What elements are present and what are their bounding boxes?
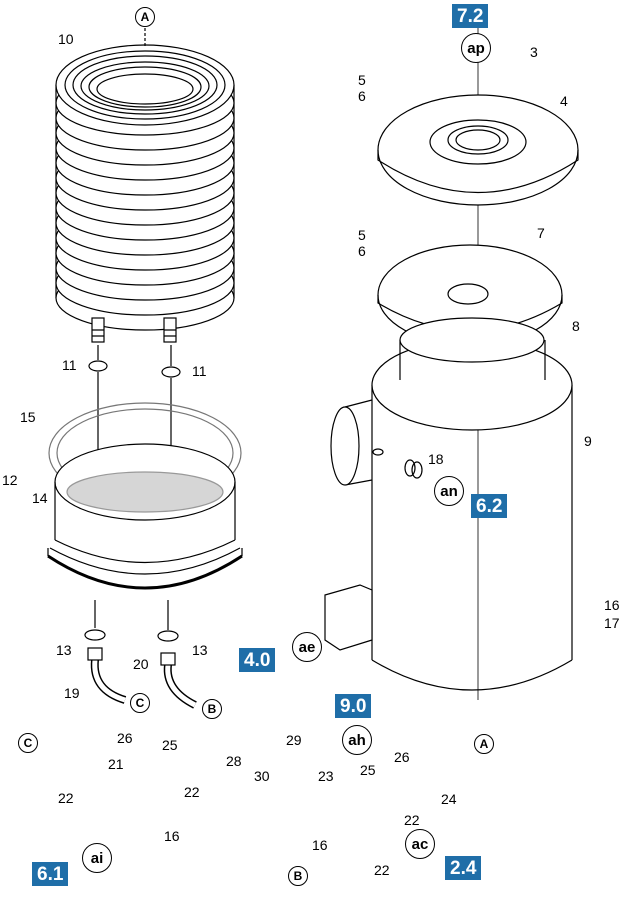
heating-coil	[55, 18, 235, 343]
part-number: 5	[358, 227, 366, 243]
part-number: 24	[441, 791, 457, 807]
connector-marker: B	[202, 699, 222, 719]
part-number: 6	[358, 88, 366, 104]
part-number: 29	[286, 732, 302, 748]
part-number: 8	[572, 318, 580, 334]
section-label[interactable]: 7.2	[452, 4, 489, 28]
part-number: 15	[20, 409, 36, 425]
part-number: 20	[133, 656, 149, 672]
connector-marker: B	[288, 866, 308, 886]
part-number: 22	[184, 784, 200, 800]
connector-marker: A	[135, 7, 155, 27]
part-number: 13	[192, 642, 208, 658]
part-number: 12	[2, 472, 18, 488]
part-number: 11	[192, 363, 207, 379]
part-number: 25	[162, 737, 178, 753]
part-number: 22	[374, 862, 390, 878]
part-number: 21	[108, 756, 124, 772]
section-label[interactable]: 6.2	[471, 494, 508, 518]
connector-marker: ah	[342, 725, 372, 755]
part-number: 28	[226, 753, 242, 769]
connector-marker: ai	[82, 843, 112, 873]
part-number: 23	[318, 768, 334, 784]
connector-marker: A	[474, 734, 494, 754]
part-number: 19	[64, 685, 80, 701]
part-number: 16	[604, 597, 620, 613]
part-number: 26	[117, 730, 133, 746]
part-number: 26	[394, 749, 410, 765]
part-number: 16	[164, 828, 180, 844]
part-number: 5	[358, 72, 366, 88]
part-number: 6	[358, 243, 366, 259]
water-tank	[324, 317, 573, 691]
part-number: 25	[360, 762, 376, 778]
section-label[interactable]: 6.1	[32, 862, 69, 886]
part-number: 13	[56, 642, 72, 658]
part-number: 14	[32, 490, 48, 506]
part-number: 9	[584, 433, 592, 449]
part-number: 22	[404, 812, 420, 828]
seal-ring	[161, 366, 181, 378]
part-number: 18	[428, 451, 444, 467]
part-number: 3	[530, 44, 538, 60]
part-number: 4	[560, 93, 568, 109]
connector-marker: ac	[405, 829, 435, 859]
connector-marker: an	[434, 476, 464, 506]
part-number: 16	[312, 837, 328, 853]
connector-marker: C	[18, 733, 38, 753]
part-number: 7	[537, 225, 545, 241]
seal-ring	[88, 360, 108, 372]
top-cover	[377, 94, 579, 206]
connector-marker: C	[130, 693, 150, 713]
filter-housing	[47, 443, 243, 590]
connector-marker: ap	[461, 33, 491, 63]
part-number: 10	[58, 31, 74, 47]
part-number: 11	[62, 357, 77, 373]
section-label[interactable]: 9.0	[335, 694, 372, 718]
part-number: 22	[58, 790, 74, 806]
part-number: 30	[254, 768, 270, 784]
connector-marker: ae	[292, 632, 322, 662]
section-label[interactable]: 2.4	[445, 856, 482, 880]
part-number: 17	[604, 615, 620, 631]
section-label[interactable]: 4.0	[239, 648, 276, 672]
